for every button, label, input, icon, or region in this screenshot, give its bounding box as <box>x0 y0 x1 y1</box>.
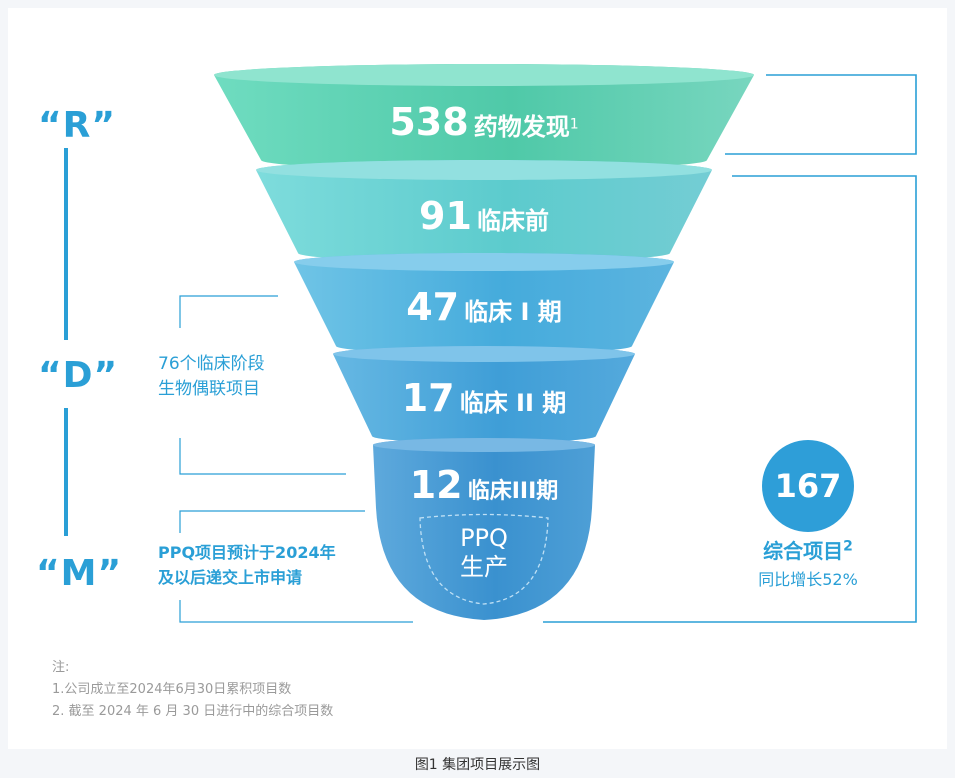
clinical-note-line-2: 生物偶联项目 <box>158 379 260 399</box>
tier-3-label: 47 临床 I 期 <box>294 285 674 329</box>
tier-2-number: 91 <box>419 194 472 238</box>
ppq-note-line-2: 及以后递交上市申请 <box>158 568 303 587</box>
figure-frame: “R” “D” “M” 538 药物发现1 91 临床前 47 临床 I 期 1… <box>8 8 947 749</box>
label-r: “R” <box>38 105 117 146</box>
ppq-production-label: PPQ 生产 <box>424 524 544 582</box>
ppq-bracket-top <box>179 510 365 533</box>
summary-footnote-mark: 2 <box>843 538 853 555</box>
tier-4-number: 17 <box>401 376 455 420</box>
tier-5-number: 12 <box>409 463 463 507</box>
funnel-tier-4-rim <box>333 346 635 362</box>
funnel-tier-3-shape <box>294 253 674 354</box>
summary-count-circle: 167 <box>762 440 854 532</box>
label-d: “D” <box>38 355 119 396</box>
funnel-tier-5-shape <box>373 438 595 620</box>
tier-5-label: 12 临床III期 <box>373 463 595 507</box>
ppq-note: PPQ项目预计于2024年 及以后递交上市申请 <box>158 540 336 590</box>
funnel-diagram <box>64 64 917 623</box>
funnel-tier-2-shape <box>256 160 712 262</box>
tier-1-footnote-mark: 1 <box>569 116 579 133</box>
tier-5-name: 临床III期 <box>467 479 559 504</box>
clinical-bracket-bottom <box>179 438 346 475</box>
summary-title-text: 综合项目 <box>763 539 844 563</box>
tier-4-label: 17 临床 II 期 <box>333 376 635 420</box>
ppq-note-line-1: PPQ项目预计于2024年 <box>158 543 336 562</box>
right-bracket-top <box>725 74 917 155</box>
summary-title: 综合项目2 <box>728 535 888 564</box>
ppq-dashed-region <box>419 513 549 605</box>
ppq-line-1: PPQ <box>460 524 508 552</box>
footnote-2: 2. 截至 2024 年 6 月 30 日进行中的综合项目数 <box>52 704 334 719</box>
clinical-note-line-1: 76个临床阶段 <box>158 354 265 374</box>
ppq-line-2: 生产 <box>460 553 508 581</box>
footnote-1: 1.公司成立至2024年6月30日累积项目数 <box>52 682 292 697</box>
footnote-heading: 注: <box>52 660 70 675</box>
funnel-tier-4-shape <box>333 346 635 443</box>
right-bracket-main <box>543 175 917 623</box>
clinical-bracket-top <box>179 295 278 328</box>
label-m: “M” <box>36 553 123 594</box>
tier-3-name: 临床 I 期 <box>464 298 562 326</box>
funnel-tier-5-rim <box>373 438 595 452</box>
summary-growth: 同比增长52% <box>758 570 858 589</box>
tier-1-label: 538 药物发现1 <box>214 100 754 144</box>
tier-1-name: 药物发现 <box>473 113 570 141</box>
tier-3-number: 47 <box>406 285 460 329</box>
footnotes: 注: 1.公司成立至2024年6月30日累积项目数 2. 截至 2024 年 6… <box>52 657 333 723</box>
tier-1-number: 538 <box>389 100 469 144</box>
funnel-tier-2-rim <box>256 160 712 180</box>
figure-caption: 图1 集团项目展示图 <box>414 757 541 773</box>
clinical-note: 76个临床阶段 生物偶联项目 <box>158 352 265 402</box>
funnel-tier-1-rim <box>214 64 754 86</box>
funnel-tier-1-shape <box>214 64 754 170</box>
tier-2-name: 临床前 <box>476 207 549 235</box>
tier-4-name: 临床 II 期 <box>459 389 567 417</box>
ppq-bracket-bottom <box>179 600 413 623</box>
tier-2-label: 91 临床前 <box>256 194 712 238</box>
funnel-tier-3-rim <box>294 253 674 271</box>
